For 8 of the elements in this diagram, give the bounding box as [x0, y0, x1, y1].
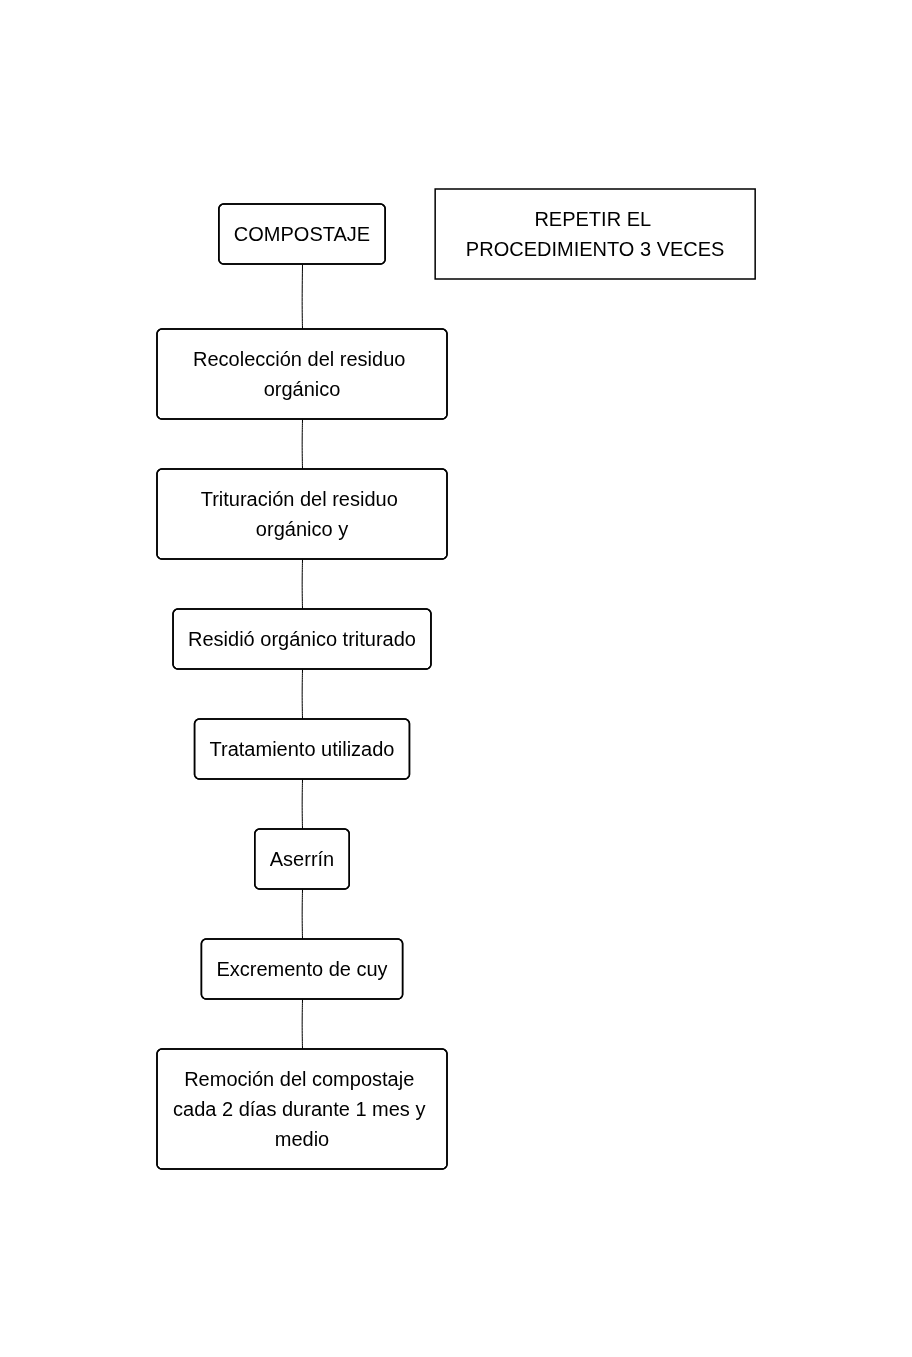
connector — [301, 418, 303, 470]
connector — [301, 668, 303, 720]
connector — [301, 778, 303, 830]
node-box: REPETIR EL PROCEDIMIENTO 3 VECES — [434, 187, 756, 280]
connector — [301, 263, 303, 330]
connector — [301, 558, 303, 610]
connector — [301, 888, 303, 940]
connector — [301, 998, 303, 1050]
